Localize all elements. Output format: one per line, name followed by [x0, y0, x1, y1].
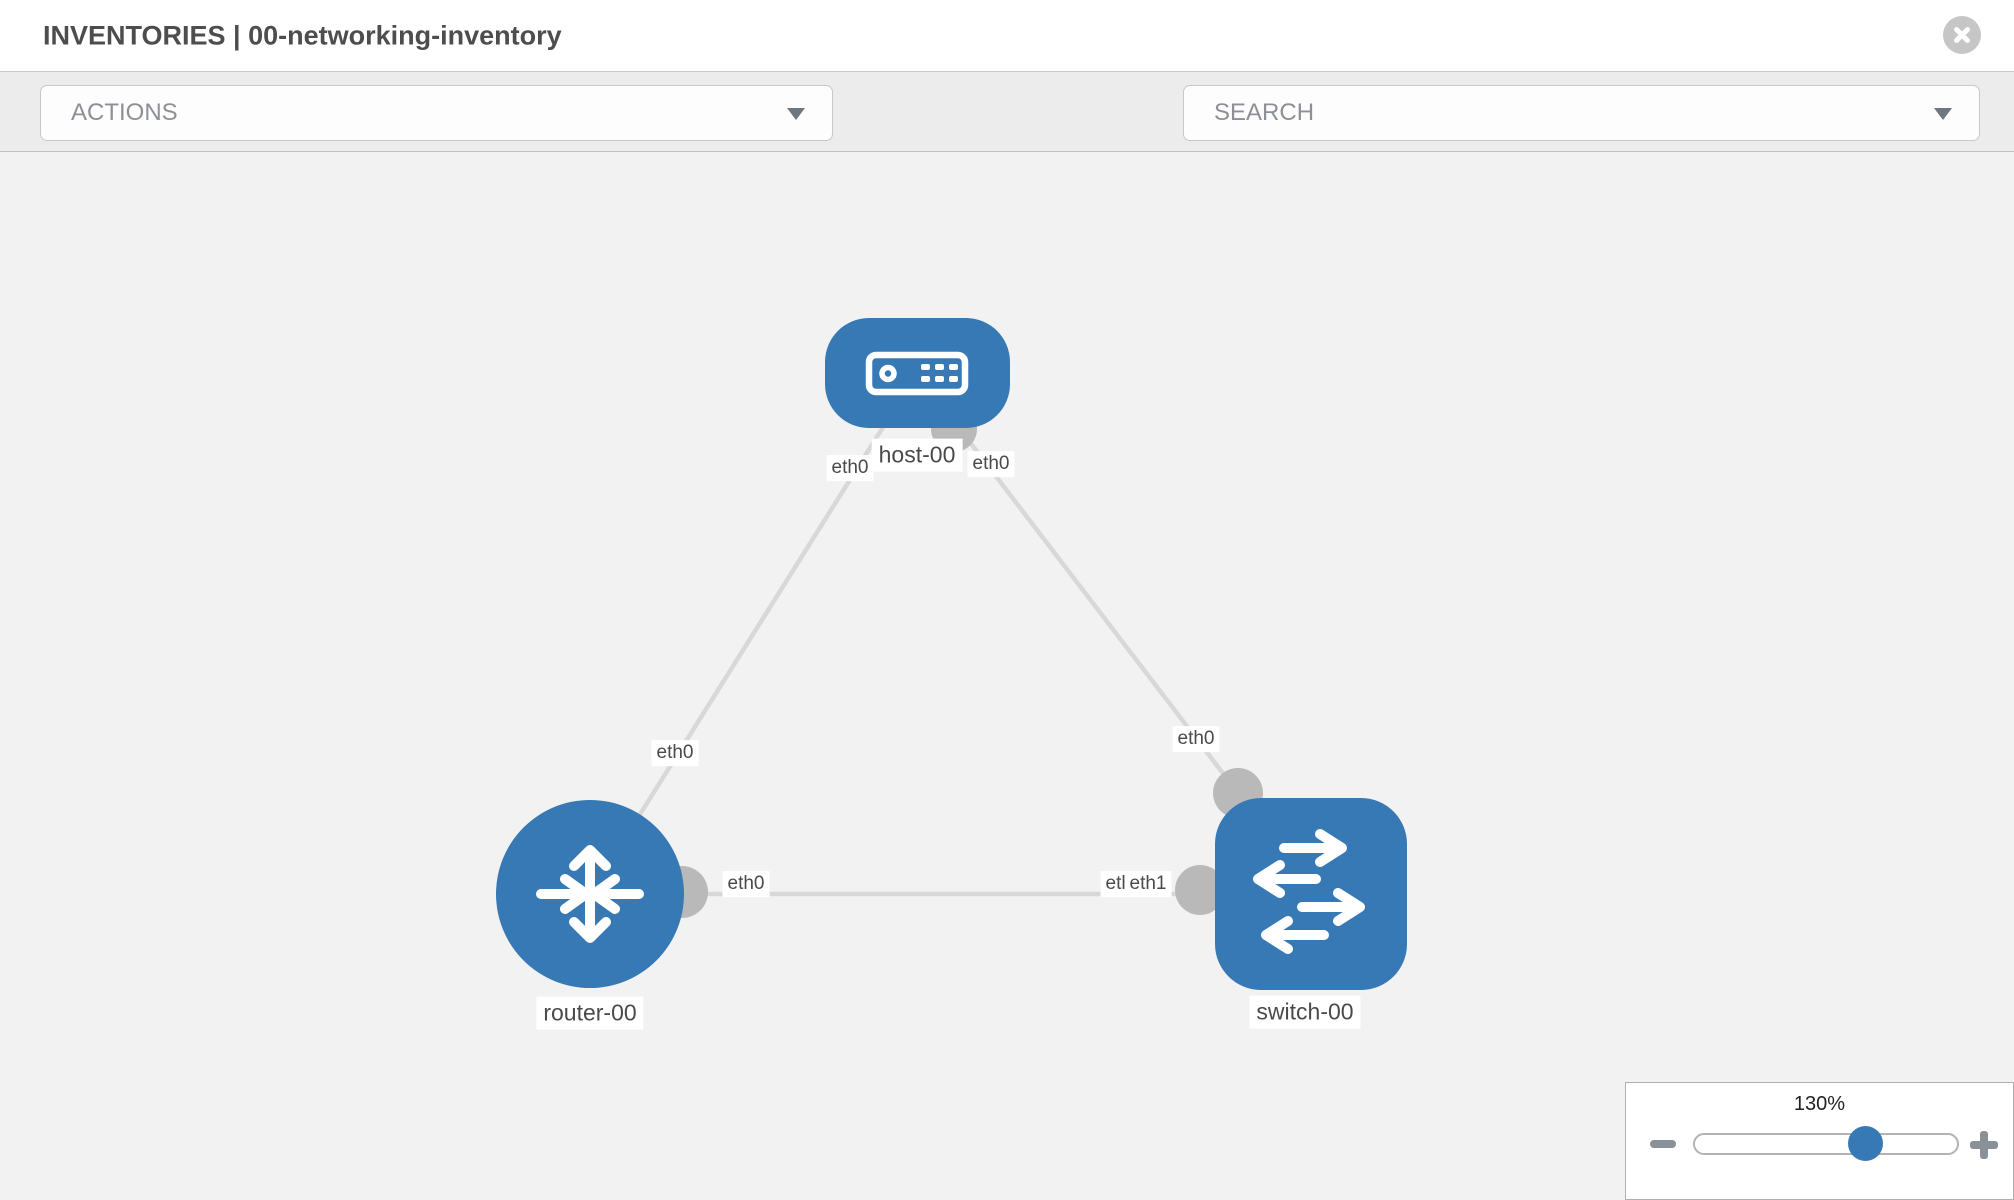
- interface-label: eth1: [1124, 871, 1172, 897]
- interface-label: eth0: [1172, 726, 1220, 752]
- actions-placeholder: ACTIONS: [71, 99, 178, 126]
- zoom-panel: 130%: [1625, 1082, 2014, 1200]
- minus-icon: [1650, 1140, 1676, 1148]
- actions-dropdown[interactable]: ACTIONS: [40, 85, 833, 141]
- zoom-slider[interactable]: [1693, 1126, 1959, 1161]
- search-placeholder: SEARCH: [1214, 99, 1315, 126]
- topology-canvas[interactable]: host-00 router-00 switch-00 eth0 eth0 et…: [0, 152, 2014, 1200]
- interface-label: eth0: [967, 451, 1015, 477]
- switch-icon: [1253, 829, 1365, 954]
- zoom-slider-knob[interactable]: [1848, 1126, 1883, 1161]
- node-switch-00[interactable]: [1215, 798, 1407, 990]
- close-button[interactable]: [1943, 16, 1981, 54]
- interface-label: eth0: [722, 871, 770, 897]
- host-icon: [865, 351, 969, 396]
- zoom-in-button[interactable]: [1968, 1129, 2000, 1161]
- plus-icon: [1980, 1131, 1988, 1159]
- interface-ports: [656, 406, 1263, 918]
- header: INVENTORIES | 00-networking-inventory: [0, 0, 2014, 72]
- node-label-switch: switch-00: [1249, 995, 1361, 1029]
- node-router-00[interactable]: [496, 800, 684, 988]
- chevron-down-icon: [787, 108, 805, 120]
- page-title: INVENTORIES | 00-networking-inventory: [43, 20, 562, 50]
- router-icon: [536, 845, 644, 943]
- node-host-00[interactable]: [825, 318, 1010, 428]
- interface-label: eth0: [651, 740, 699, 766]
- close-icon: [1954, 27, 1970, 43]
- node-label-router: router-00: [536, 996, 644, 1030]
- chevron-down-icon: [1934, 108, 1952, 120]
- toolbar: ACTIONS SEARCH: [0, 72, 2014, 203]
- zoom-out-button[interactable]: [1648, 1129, 1678, 1159]
- port-icon: [1175, 865, 1225, 915]
- interface-label: eth0: [826, 455, 874, 481]
- node-label-host: host-00: [871, 438, 963, 472]
- zoom-level: 130%: [1793, 1093, 1846, 1115]
- search-dropdown[interactable]: SEARCH: [1183, 85, 1980, 141]
